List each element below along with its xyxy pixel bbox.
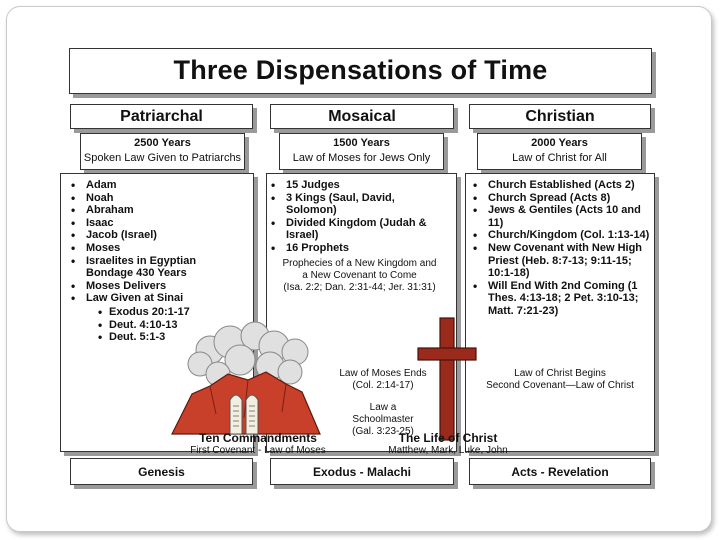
column-header-patriarchal: Patriarchal bbox=[70, 104, 253, 129]
list-item: New Covenant with New High Priest (Heb. … bbox=[470, 242, 653, 280]
column-heading: Christian bbox=[525, 108, 595, 125]
list-item: Church/Kingdom (Col. 1:13-14) bbox=[470, 229, 650, 242]
law-label: Law of Moses for Jews Only bbox=[292, 152, 431, 164]
list-item: Isaac bbox=[68, 217, 248, 230]
schoolmaster-note: Law a Schoolmaster (Gal. 3:23-25) bbox=[338, 402, 428, 438]
law-label: Law of Christ for All bbox=[512, 152, 607, 164]
ten-commandments-caption: Ten Commandments First Covenant - Law of… bbox=[168, 431, 348, 456]
title-box: Three Dispensations of Time bbox=[69, 48, 652, 94]
caption-title: Ten Commandments bbox=[199, 431, 317, 445]
mosaical-list: 15 Judges 3 Kings (Saul, David, Solomon)… bbox=[268, 179, 443, 255]
list-item: Exodus 20:1-17 bbox=[95, 306, 245, 319]
mount-sinai-illustration bbox=[171, 321, 321, 435]
law-of-christ-note: Law of Christ Begins Second Covenant—Law… bbox=[470, 368, 650, 392]
footer-box-christian: Acts - Revelation bbox=[469, 458, 651, 485]
life-of-christ-caption: The Life of Christ Matthew, Mark, Luke, … bbox=[378, 431, 518, 456]
christian-list: Church Established (Acts 2) Church Sprea… bbox=[470, 179, 650, 318]
note-text: Law of Christ Begins bbox=[514, 368, 606, 379]
years-label: 1500 Years bbox=[333, 137, 390, 149]
list-item: Deut. 5:1-3 bbox=[95, 331, 245, 344]
law-label: Spoken Law Given to Patriarchs bbox=[83, 152, 242, 164]
note-ref: (Gal. 3:23-25) bbox=[352, 426, 414, 437]
column-header-christian: Christian bbox=[469, 104, 651, 129]
years-label: 2000 Years bbox=[531, 137, 588, 149]
prophecy-line: Prophecies of a New Kingdom and bbox=[282, 258, 437, 269]
prophecy-note: Prophecies of a New Kingdom and a New Co… bbox=[268, 258, 451, 294]
column-heading: Mosaical bbox=[328, 108, 396, 125]
list-item: Moses bbox=[68, 242, 248, 255]
note-ref: Second Covenant—Law of Christ bbox=[486, 380, 634, 391]
years-box-christian: 2000 Years Law of Christ for All bbox=[477, 133, 642, 170]
column-header-mosaical: Mosaical bbox=[270, 104, 454, 129]
caption-subtitle: Matthew, Mark, Luke, John bbox=[388, 445, 508, 456]
years-box-mosaical: 1500 Years Law of Moses for Jews Only bbox=[279, 133, 444, 170]
footer-box-patriarchal: Genesis bbox=[70, 458, 253, 485]
note-text: Law of Moses Ends bbox=[339, 368, 427, 379]
list-item: 15 Judges bbox=[268, 179, 443, 192]
caption-title: The Life of Christ bbox=[398, 431, 498, 445]
tablets-icon bbox=[229, 394, 259, 435]
sinai-references-list: Exodus 20:1-17 Deut. 4:10-13 Deut. 5:1-3 bbox=[95, 306, 245, 344]
list-item: Law Given at Sinai bbox=[68, 292, 248, 305]
book-range: Acts - Revelation bbox=[511, 465, 609, 479]
book-range: Genesis bbox=[138, 465, 185, 479]
list-item: Divided Kingdom (Judah & Israel) bbox=[268, 217, 436, 242]
list-item: 3 Kings (Saul, David, Solomon) bbox=[268, 192, 416, 217]
list-item: Church Established (Acts 2) bbox=[470, 179, 650, 192]
note-ref: (Col. 2:14-17) bbox=[352, 380, 414, 391]
caption-subtitle: First Covenant - Law of Moses bbox=[190, 445, 326, 456]
list-item: Noah bbox=[68, 192, 248, 205]
years-box-patriarchal: 2500 Years Spoken Law Given to Patriarch… bbox=[80, 133, 245, 170]
note-text: Law a Schoolmaster bbox=[352, 402, 414, 425]
list-item: Moses Delivers bbox=[68, 280, 248, 293]
patriarchal-list: Adam Noah Abraham Isaac Jacob (Israel) M… bbox=[68, 179, 248, 305]
list-item: Will End With 2nd Coming (1 Thes. 4:13-1… bbox=[470, 280, 653, 318]
book-range: Exodus - Malachi bbox=[312, 465, 412, 479]
list-item: Church Spread (Acts 8) bbox=[470, 192, 650, 205]
list-item: Jacob (Israel) bbox=[68, 229, 248, 242]
list-item: Jews & Gentiles (Acts 10 and 11) bbox=[470, 204, 650, 229]
list-item: Israelites in Egyptian Bondage 430 Years bbox=[68, 255, 216, 280]
page-title: Three Dispensations of Time bbox=[173, 55, 548, 85]
list-item: Abraham bbox=[68, 204, 248, 217]
cross-icon bbox=[417, 317, 477, 441]
column-heading: Patriarchal bbox=[120, 108, 203, 125]
prophecy-line: a New Covenant to Come bbox=[302, 270, 417, 281]
years-label: 2500 Years bbox=[134, 137, 191, 149]
list-item: 16 Prophets bbox=[268, 242, 443, 255]
law-ends-note: Law of Moses Ends (Col. 2:14-17) bbox=[338, 368, 428, 392]
prophecy-refs: (Isa. 2:2; Dan. 2:31-44; Jer. 31:31) bbox=[283, 282, 436, 293]
list-item: Adam bbox=[68, 179, 248, 192]
cloud-icon bbox=[187, 321, 309, 387]
footer-box-mosaical: Exodus - Malachi bbox=[270, 458, 454, 485]
list-item: Deut. 4:10-13 bbox=[95, 319, 245, 332]
